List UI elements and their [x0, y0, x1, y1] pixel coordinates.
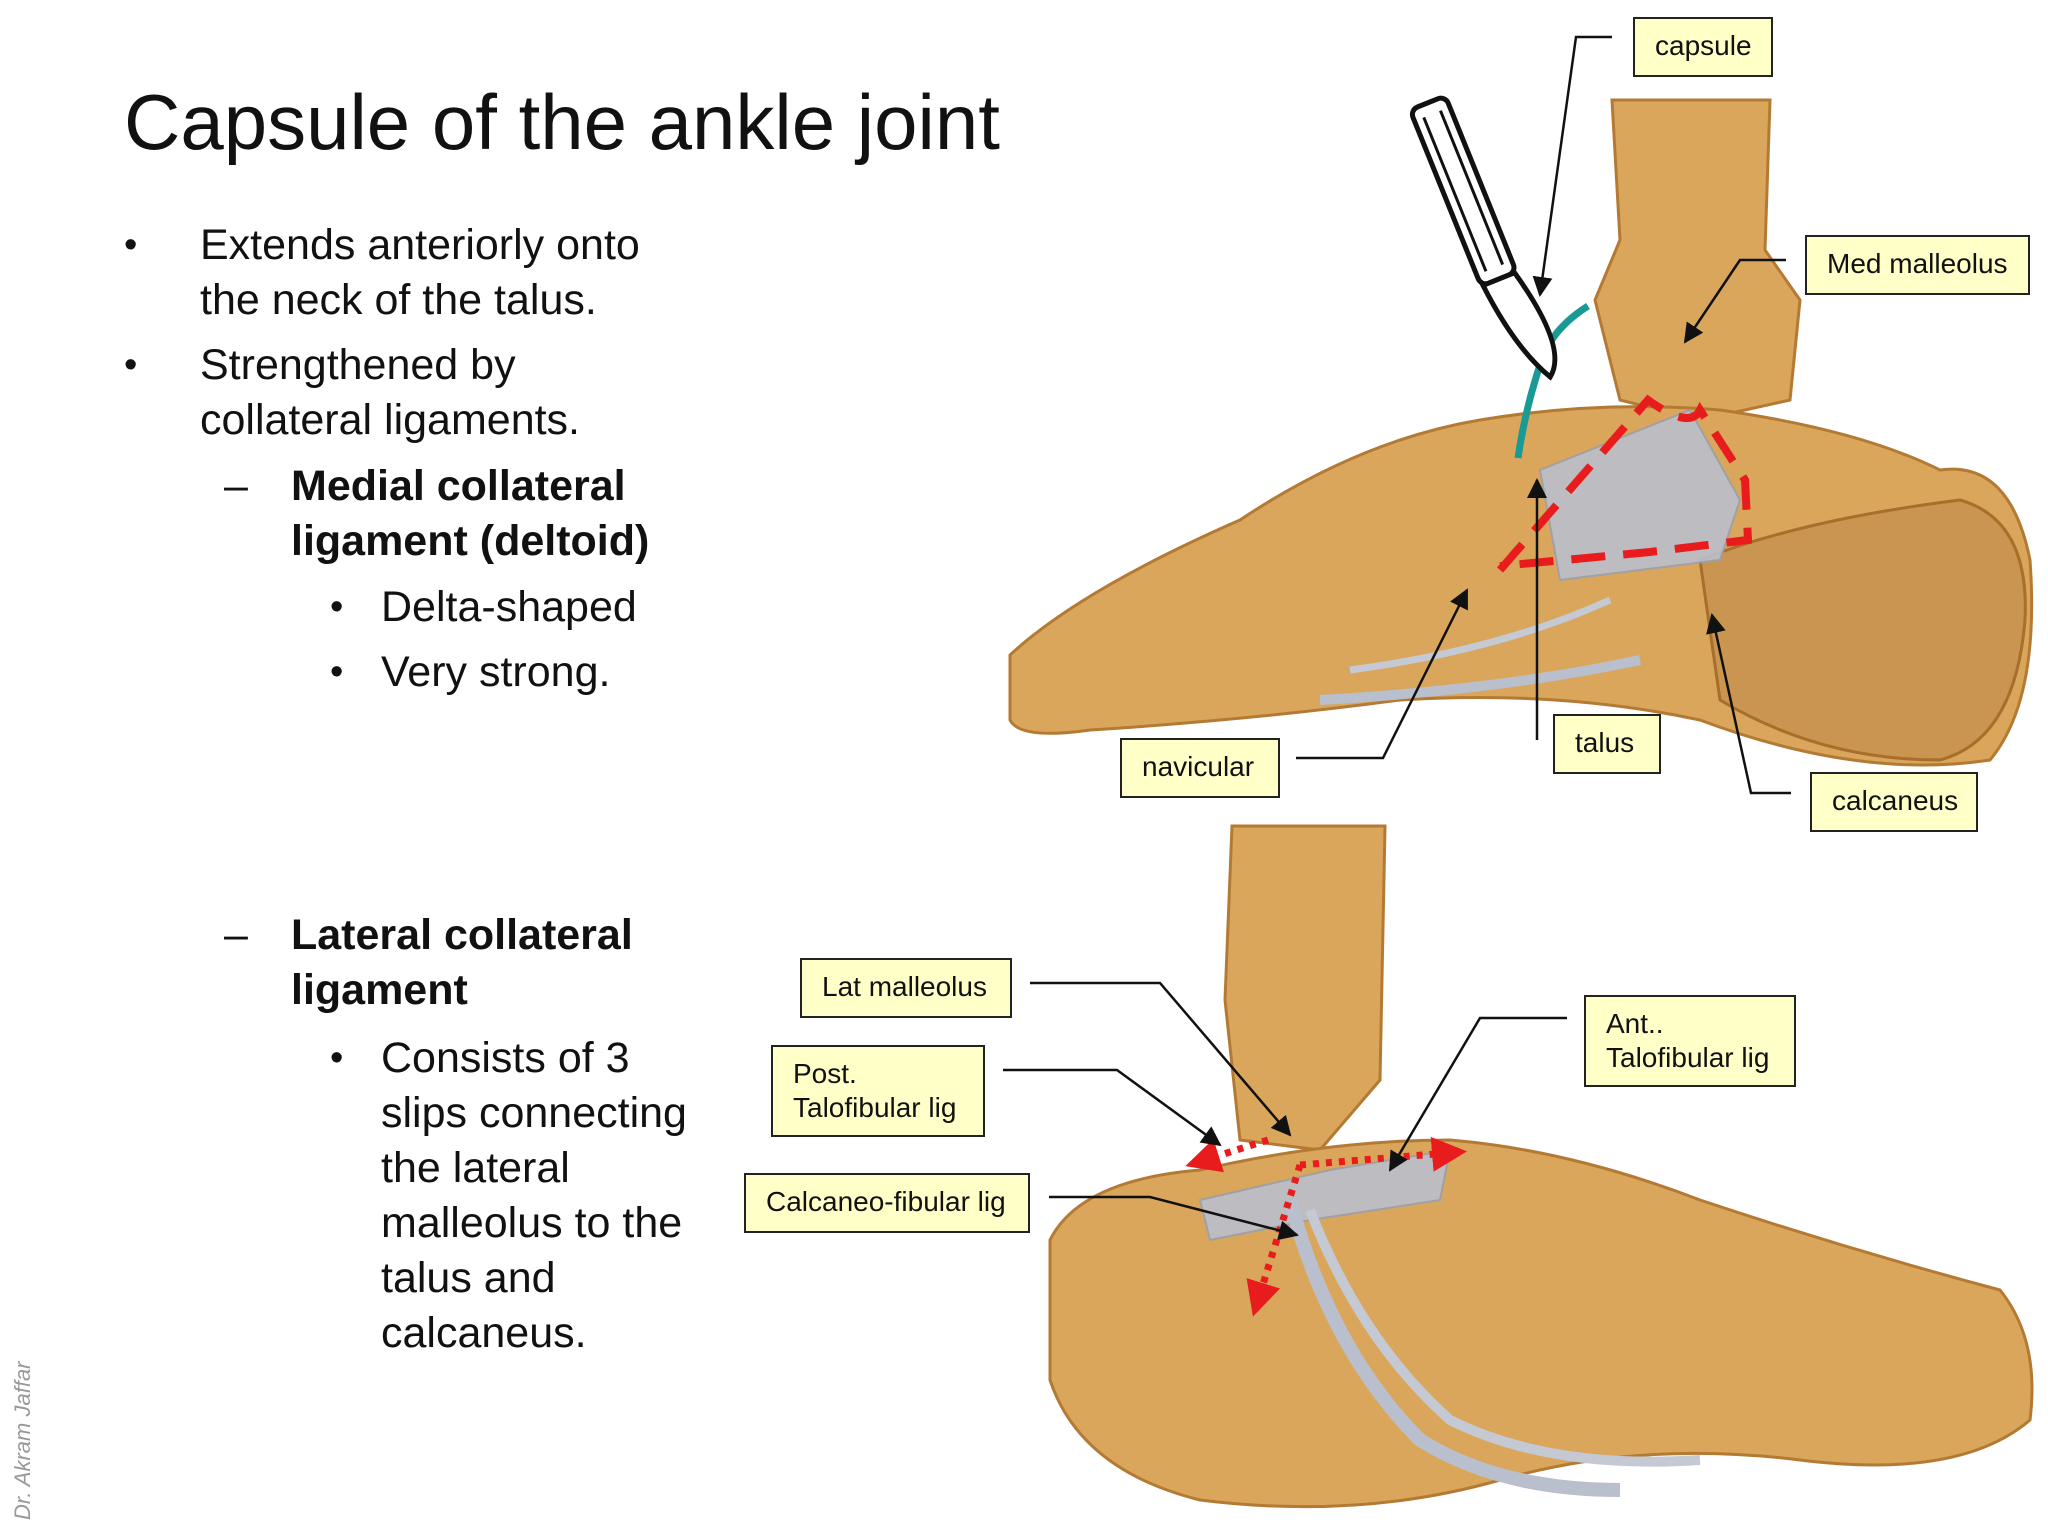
label-talus: talus: [1553, 714, 1661, 774]
label-ant-talofibular: Ant.. Talofibular lig: [1584, 995, 1796, 1087]
med-malleolus-leader: [1683, 258, 1786, 344]
peroneal-tendon-2: [1305, 1208, 1701, 1467]
bullet-1-line-2: the neck of the talus.: [200, 276, 597, 324]
bullet-marker: •: [330, 1037, 344, 1079]
tibia-bone: [1593, 98, 1802, 422]
lateral-heading-line-2: ligament: [291, 966, 468, 1014]
lateral-sub-line-2: slips connecting: [381, 1089, 687, 1137]
dash-marker: –: [224, 462, 248, 510]
capsule-leader: [1532, 35, 1612, 297]
navicular-leader: [1296, 588, 1469, 760]
lateral-sub-line-6: calcaneus.: [381, 1309, 587, 1357]
bullet-marker: •: [124, 224, 138, 266]
lateral-sub-line-4: malleolus to the: [381, 1199, 683, 1247]
bullet-2-line-2: collateral ligaments.: [200, 396, 581, 444]
calcaneus-bone: [1698, 498, 2027, 762]
scalpel-icon: [1409, 95, 1558, 381]
deltoid-ligament: [1538, 408, 1742, 582]
calcaneofibular-leader: [1049, 1195, 1299, 1241]
bullet-2-line-1: Strengthened by: [200, 341, 516, 389]
lateral-foot-illustration: [1003, 824, 2034, 1509]
lateral-sub-line-3: the lateral: [381, 1144, 570, 1192]
label-calcaneus: calcaneus: [1810, 772, 1978, 832]
lateral-sub-line-5: talus and: [381, 1254, 556, 1302]
post-talofibular-leader: [1003, 1068, 1222, 1147]
label-lat-malleolus: Lat malleolus: [800, 958, 1012, 1018]
tendon: [1319, 655, 1642, 705]
peroneal-tendon-1: [1283, 1198, 1621, 1497]
lateral-ligament-band: [1198, 1148, 1452, 1242]
dash-marker: –: [224, 911, 248, 959]
label-calcaneo-fibular: Calcaneo-fibular lig: [744, 1173, 1030, 1233]
slide-title: Capsule of the ankle joint: [124, 78, 1000, 166]
medial-heading-line-1: Medial collateral: [291, 462, 626, 510]
label-capsule: capsule: [1633, 17, 1773, 77]
watermark: Dr. Akram Jaffar: [10, 1361, 35, 1520]
fibula-tibia-bone: [1223, 824, 1387, 1152]
post-talofibular-arrow: [1185, 1136, 1270, 1173]
label-post-talofibular: Post. Talofibular lig: [771, 1045, 985, 1137]
bullet-marker: •: [124, 344, 138, 386]
lateral-sub-line-1: Consists of 3: [381, 1034, 630, 1082]
medial-heading-line-2: ligament (deltoid): [291, 517, 650, 565]
lateral-heading-line-1: Lateral collateral: [291, 911, 633, 959]
deltoid-outline: [1496, 394, 1753, 573]
lat-malleolus-leader: [1030, 981, 1292, 1137]
medial-sub-1: Delta-shaped: [381, 583, 637, 631]
tendon-2: [1349, 596, 1612, 674]
medial-foot-illustration: [1008, 35, 2034, 795]
ant-talofibular-arrow: [1299, 1136, 1467, 1172]
ant-talofibular-leader: [1388, 1016, 1567, 1172]
medial-sub-2: Very strong.: [381, 648, 611, 696]
bullet-1-line-1: Extends anteriorly onto: [200, 221, 640, 269]
bullet-marker: •: [330, 586, 344, 628]
calcaneus-leader: [1706, 613, 1791, 795]
bullet-marker: •: [330, 651, 344, 693]
label-navicular: navicular: [1120, 738, 1280, 798]
label-med-malleolus: Med malleolus: [1805, 235, 2030, 295]
